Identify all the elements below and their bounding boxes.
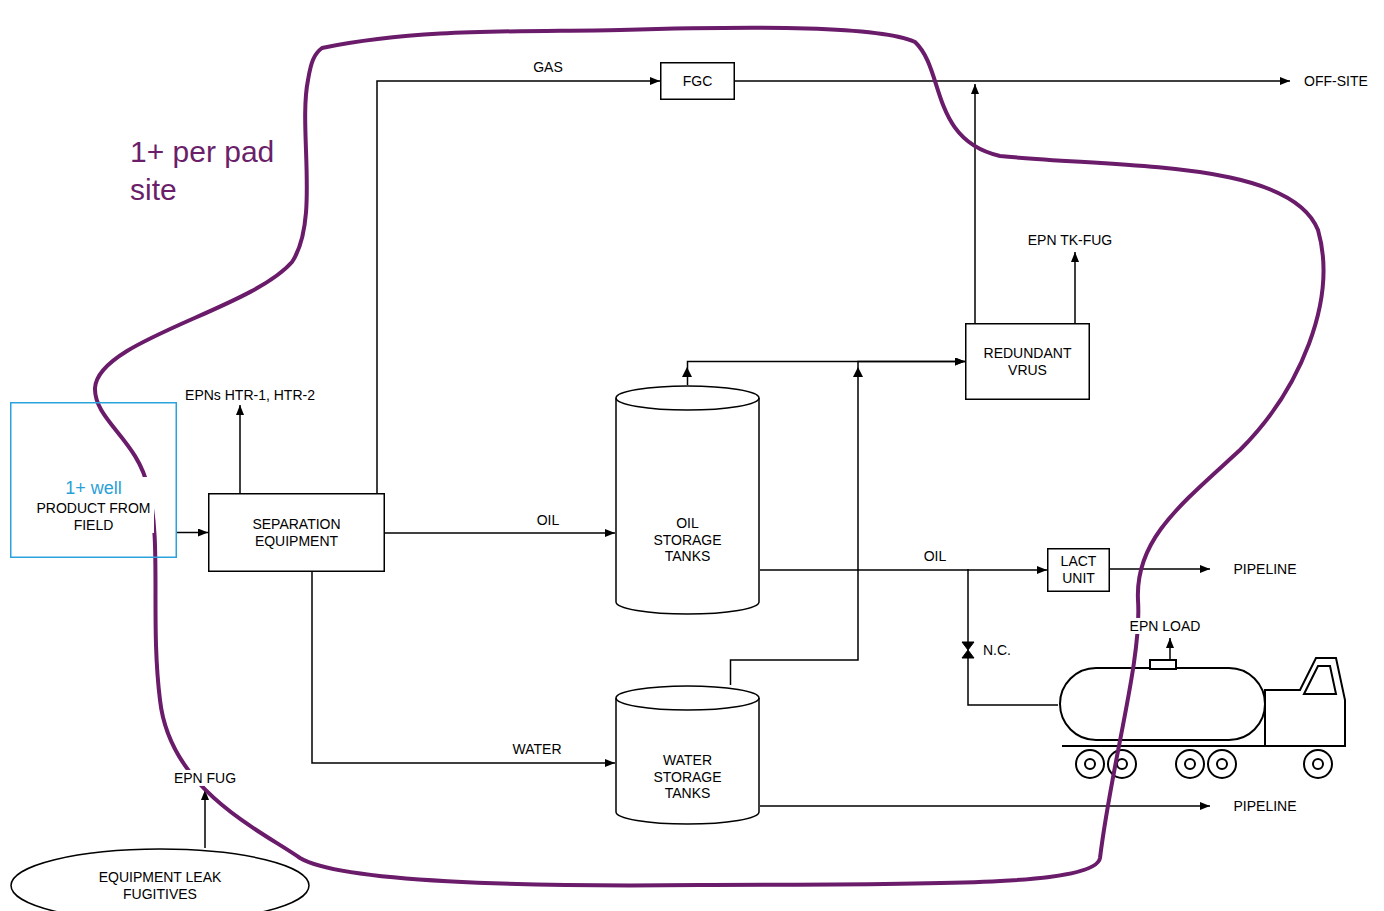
node-label: 1+ per pad site xyxy=(130,133,310,208)
pipeline-line xyxy=(1110,568,1210,570)
cylinder-rim xyxy=(616,698,759,710)
text-group: SEPARATION EQUIPMENT xyxy=(232,516,362,550)
node-outline xyxy=(85,28,1340,890)
flow-connector xyxy=(760,569,1047,571)
vru-return-line xyxy=(974,84,976,323)
node-outline xyxy=(660,62,735,100)
drawing-part xyxy=(1185,759,1195,769)
pad-site-outline xyxy=(95,28,1323,886)
flow-connector xyxy=(377,81,660,493)
text-group: FGC xyxy=(683,73,713,90)
drawing-part xyxy=(1117,759,1127,769)
process-box: REDUNDANT VRUS xyxy=(965,323,1090,400)
truck-cab xyxy=(1265,658,1345,746)
annotation-label: OFF-SITE xyxy=(1302,73,1370,89)
annotation-label: EPN FUG xyxy=(172,770,238,786)
pad-site-region: 1+ per pad siteSEPARATION EQUIPMENT FGC RE… xyxy=(85,28,1340,890)
truck-hatch xyxy=(1150,660,1176,669)
cylinder-outline xyxy=(616,686,759,824)
text-group: REDUNDANT VRUS xyxy=(978,345,1078,379)
flow-connector xyxy=(688,362,966,386)
annotation-label: EPN LOAD xyxy=(1128,618,1203,634)
node-label: WATER STORAGE TANKS xyxy=(648,752,728,802)
cylinder-rim xyxy=(616,398,759,410)
well-box: 1+ wellPRODUCT FROM FIELD xyxy=(10,402,177,558)
stream-label: OIL xyxy=(922,548,949,564)
valve-symbol xyxy=(962,642,974,658)
drawing-part xyxy=(1313,759,1323,769)
truck-tank xyxy=(1060,668,1265,740)
drawing-part xyxy=(1217,759,1227,769)
cylinder-outline xyxy=(616,386,759,614)
flow-connector xyxy=(385,532,615,534)
process-box: FGC xyxy=(660,62,735,100)
stream-label: OIL xyxy=(535,512,562,528)
node-label: PRODUCT FROM FIELD xyxy=(34,500,154,534)
fugitive-oval: EQUIPMENT LEAK FUGITIVES xyxy=(10,848,310,911)
storage-tank: WATER STORAGE TANKS xyxy=(615,685,760,825)
text-group: LACT UNIT xyxy=(1056,553,1101,587)
annotation-label: N.C. xyxy=(981,642,1013,658)
truck-window xyxy=(1304,666,1336,694)
box-outline xyxy=(11,403,177,558)
tank-truck xyxy=(1060,658,1345,778)
truck-branch-line xyxy=(968,569,1058,705)
node-label: EQUIPMENT LEAK FUGITIVES xyxy=(85,869,235,903)
box-outline xyxy=(209,494,385,572)
node-outline xyxy=(615,685,760,825)
box-outline xyxy=(966,324,1090,400)
node-outline xyxy=(10,402,177,558)
node-label: LACT UNIT xyxy=(1056,553,1101,587)
node-outline xyxy=(615,385,760,615)
stream-label: WATER xyxy=(511,741,564,757)
storage-tank: OIL STORAGE TANKS xyxy=(615,385,760,615)
node-label: OIL STORAGE TANKS xyxy=(648,515,728,565)
drawing-part xyxy=(1076,750,1104,778)
node-outline xyxy=(1047,548,1110,592)
drawing-part xyxy=(1208,750,1236,778)
node-label: SEPARATION EQUIPMENT xyxy=(232,516,362,550)
annotation-label: EPN TK-FUG xyxy=(1026,232,1115,248)
drawing-part xyxy=(1085,759,1095,769)
box-outline xyxy=(1048,549,1110,592)
text-group: EQUIPMENT LEAK FUGITIVES xyxy=(85,869,235,903)
flow-connector xyxy=(312,572,615,763)
node-outline xyxy=(965,323,1090,400)
node-outline xyxy=(208,493,385,572)
process-box: LACT UNIT xyxy=(1047,548,1110,592)
truck-wheels xyxy=(1076,750,1332,778)
node-heading: 1+ well xyxy=(34,477,154,500)
text-group: 1+ wellPRODUCT FROM FIELD xyxy=(34,477,154,534)
drawing-part xyxy=(1176,750,1204,778)
oval-outline xyxy=(11,849,309,911)
text-group: 1+ per pad site xyxy=(130,133,310,208)
emission-arrow xyxy=(239,405,241,493)
text-group: OIL STORAGE TANKS xyxy=(648,515,728,565)
pipeline-line xyxy=(760,805,1210,807)
node-label: FGC xyxy=(683,73,713,90)
drawing-part xyxy=(1108,750,1136,778)
annotation-label: EPNs HTR-1, HTR-2 xyxy=(183,387,317,403)
emission-arrow xyxy=(204,790,206,848)
node-label: REDUNDANT VRUS xyxy=(978,345,1078,379)
box-outline xyxy=(661,63,735,100)
emission-arrow xyxy=(1074,252,1076,323)
drawing-part xyxy=(1304,750,1332,778)
node-outline xyxy=(10,848,310,911)
text-group: WATER STORAGE TANKS xyxy=(648,752,728,802)
flow-connector xyxy=(177,532,208,534)
process-box: SEPARATION EQUIPMENT xyxy=(208,493,385,572)
offsite-line xyxy=(735,80,1290,82)
truck-chassis xyxy=(1062,745,1345,747)
annotation-label: PIPELINE xyxy=(1231,798,1298,814)
flow-lines xyxy=(205,81,1290,848)
flow-connector xyxy=(731,362,966,686)
stream-label: GAS xyxy=(531,59,565,75)
annotation-label: PIPELINE xyxy=(1231,561,1298,577)
